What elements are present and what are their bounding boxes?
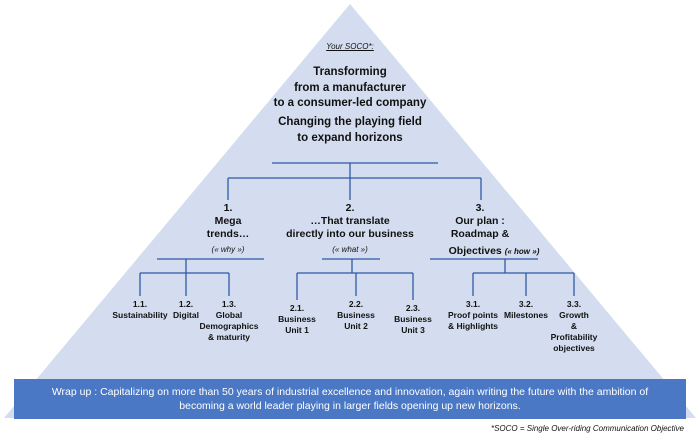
pillar-title-line: trends… bbox=[206, 228, 250, 241]
item-label: Growth bbox=[559, 310, 589, 321]
item-number: 1.2. bbox=[178, 299, 194, 309]
pillar-title-line: …That translate bbox=[310, 215, 390, 228]
item-number: 3.1. bbox=[465, 299, 481, 309]
item-label: Unit 2 bbox=[344, 321, 368, 332]
item-2-1: 2.1. Business Unit 1 bbox=[272, 303, 322, 336]
item-label: Unit 3 bbox=[401, 325, 425, 336]
pyramid-background bbox=[4, 4, 696, 418]
soco-line: to a consumer-led company bbox=[273, 97, 427, 110]
item-label: & Highlights bbox=[447, 321, 499, 332]
item-number: 2.3. bbox=[405, 303, 421, 313]
item-number: 2.2. bbox=[348, 299, 364, 309]
item-label: & maturity bbox=[207, 332, 251, 343]
pillar-title-line: Objectives bbox=[448, 245, 502, 257]
item-number: 3.3. bbox=[566, 299, 582, 309]
soco-line: Changing the playing field bbox=[278, 116, 422, 128]
soco-footnote: *SOCO = Single Over-riding Communication… bbox=[490, 424, 684, 433]
pillar-1-title: 1. Mega trends… bbox=[170, 202, 286, 241]
pillar-number: 1. bbox=[223, 202, 233, 214]
item-number: 2.1. bbox=[289, 303, 305, 313]
item-1-3: 1.3. Global Demographics & maturity bbox=[196, 299, 262, 343]
pillar-title-line: Roadmap & bbox=[450, 228, 510, 241]
item-label: Sustainability bbox=[112, 310, 168, 321]
item-2-3: 2.3. Business Unit 3 bbox=[388, 303, 438, 336]
soco-statement: Transforming from a manufacturer to a co… bbox=[250, 65, 450, 112]
item-label: Profitability bbox=[550, 332, 598, 343]
pillar-3-title: 3. Our plan : Roadmap & bbox=[430, 202, 530, 241]
item-1-2: 1.2. Digital bbox=[161, 299, 211, 321]
pillar-2-note: (« what ») bbox=[332, 245, 368, 254]
pillar-3-objectives: Objectives (« how ») bbox=[439, 245, 549, 258]
item-label: & bbox=[570, 321, 578, 332]
item-label: Business bbox=[394, 314, 432, 325]
item-number: 1.1. bbox=[132, 299, 148, 309]
wrap-up-banner: Wrap up : Capitalizing on more than 50 y… bbox=[14, 379, 686, 419]
pillar-3-note: (« how ») bbox=[504, 247, 540, 256]
soco-line: Transforming bbox=[313, 66, 387, 78]
pillar-1-note: (« why ») bbox=[211, 245, 245, 254]
pillar-number: 2. bbox=[345, 202, 355, 214]
item-label: Business bbox=[337, 310, 375, 321]
item-label: Proof points bbox=[447, 310, 499, 321]
item-3-2: 3.2. Milestones bbox=[496, 299, 556, 321]
pillar-title-line: Our plan : bbox=[455, 215, 505, 228]
soco-label: Your SOCO*: bbox=[326, 42, 374, 51]
item-label: Demographics bbox=[199, 321, 259, 332]
pillar-2-title: 2. …That translate directly into our bus… bbox=[270, 202, 430, 241]
item-3-3: 3.3. Growth & Profitability objectives bbox=[542, 299, 606, 354]
pillar-title-line: Mega bbox=[214, 215, 242, 228]
item-label: Business bbox=[278, 314, 316, 325]
pillar-title-line: directly into our business bbox=[286, 228, 414, 241]
item-label: Digital bbox=[173, 310, 199, 321]
item-1-1: 1.1. Sustainability bbox=[104, 299, 176, 321]
item-number: 1.3. bbox=[221, 299, 237, 309]
hierarchy-lines bbox=[139, 162, 575, 300]
item-number: 3.2. bbox=[518, 299, 534, 309]
soco-line: to expand horizons bbox=[297, 131, 403, 144]
soco-line: from a manufacturer bbox=[294, 81, 406, 94]
wrap-up-text: Wrap up : Capitalizing on more than 50 y… bbox=[51, 385, 649, 412]
pillar-number: 3. bbox=[475, 202, 485, 214]
item-3-1: 3.1. Proof points & Highlights bbox=[438, 299, 508, 332]
item-label: Global bbox=[215, 310, 243, 321]
soco-subtitle: Changing the playing field to expand hor… bbox=[250, 115, 450, 146]
item-label: Milestones bbox=[504, 310, 548, 321]
item-label: Unit 1 bbox=[285, 325, 309, 336]
item-2-2: 2.2. Business Unit 2 bbox=[331, 299, 381, 332]
item-label: objectives bbox=[553, 343, 595, 354]
